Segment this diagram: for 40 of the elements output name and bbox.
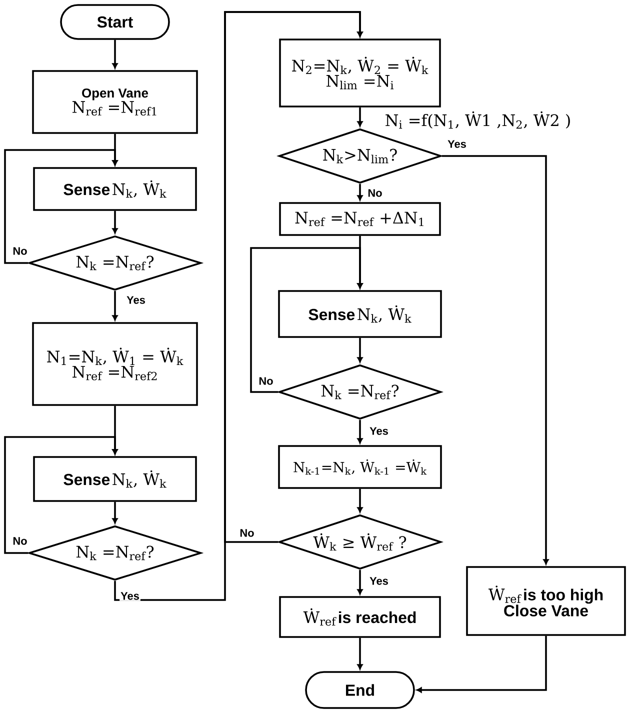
edge-label: Yes — [368, 426, 390, 436]
edge-label: No — [258, 376, 274, 386]
arrow — [4, 436, 118, 554]
edge-label: Yes — [446, 139, 468, 149]
process-box: N$_{k-1}$=N$_{k}$, Ẇ$_{k-1}$ =Ẇ$_{k}$ — [278, 445, 442, 489]
arrow — [442, 155, 549, 565]
process-box: Sense N$_{k}$, Ẇ$_{k}$ — [33, 456, 197, 502]
edge-label: Yes — [368, 576, 390, 586]
arrow — [112, 290, 118, 321]
arrow — [112, 502, 118, 524]
process-box: Sense N$_{k}$, Ẇ$_{k}$ — [33, 167, 197, 211]
process-box: N$_{1}$=N$_{k}$, Ẇ$_{1}$ = Ẇ$_{k}$ N$_{ref}$ =N$_{ref2}$ — [32, 322, 198, 406]
process-box: Ẇ$_{ref}$ is too high Close Vane — [466, 566, 626, 636]
formula-text: N$_{i}$ =f(N$_{1}$, Ẇ1 ,N$_{2}$, Ẇ2 ) — [386, 111, 570, 129]
arrow — [357, 107, 363, 127]
arrow — [357, 420, 363, 444]
arrow — [357, 638, 363, 670]
arrow — [4, 149, 118, 264]
process-box: Sense N$_{k}$, Ẇ$_{k}$ — [278, 290, 442, 338]
arrow — [357, 488, 363, 513]
process-box: N$_{2}$=N$_{k}$, Ẇ$_{2}$ = Ẇ$_{k}$ N$_{lim}$ =N$_{i}$ — [279, 38, 441, 108]
edge-label: No — [366, 188, 384, 198]
arrow — [112, 40, 118, 69]
arrow — [224, 11, 363, 543]
process-box: N$_{ref}$ =N$_{ref}$ +ΔN$_{1}$ — [279, 202, 441, 236]
arrow — [357, 570, 363, 595]
edge-label: No — [12, 246, 28, 256]
edge-label: No — [12, 536, 28, 546]
edge-label: No — [238, 528, 256, 538]
terminal-box: Start — [60, 4, 170, 40]
process-box: Open Vane N$_{ref}$ =N$_{ref1}$ — [32, 70, 198, 134]
arrow — [112, 210, 118, 234]
process-box: Ẇ$_{ref}$ is reached — [279, 596, 441, 638]
edge-label: Yes — [126, 295, 146, 305]
arrow — [416, 636, 547, 693]
arrow — [357, 184, 363, 201]
edge-label: Yes — [120, 591, 140, 601]
arrow — [357, 338, 363, 363]
terminal-box: End — [305, 671, 415, 709]
arrow — [250, 247, 363, 393]
